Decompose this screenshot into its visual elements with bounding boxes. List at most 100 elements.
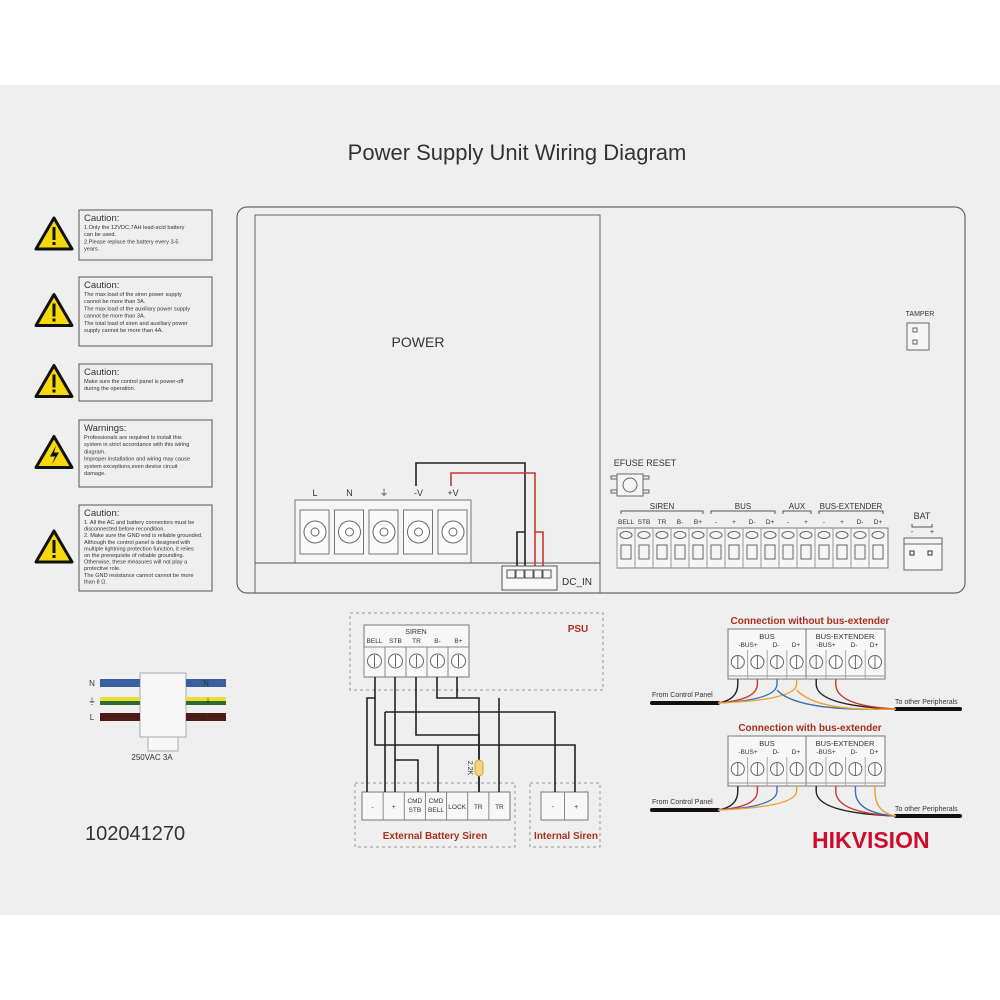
resistor-icon (474, 759, 484, 777)
bus-pin-label: D+ (792, 749, 801, 756)
siren-pin-label: B- (434, 638, 441, 645)
tamper-connector (906, 322, 930, 351)
bus-pin-label: -BUS+ (738, 749, 758, 756)
bus-pin-label: D+ (870, 749, 879, 756)
bus-label: BUS (759, 632, 774, 641)
wire-negative (415, 462, 526, 566)
notice-line: system exceptions,even device circuit (84, 464, 178, 470)
ac-rating: 250VAC 3A (131, 753, 173, 762)
bus-pin-label: -BUS+ (816, 642, 836, 649)
terminal-pin-label: D- (749, 519, 756, 526)
terminal-screw (652, 528, 669, 568)
wire-red (835, 679, 897, 710)
external-siren-pin: + (392, 804, 396, 811)
from-label: From Control Panel (652, 692, 713, 699)
ac-label: N (203, 679, 209, 688)
notice: Caution:Make sure the control panel is p… (34, 363, 213, 402)
bus-pin-label: -BUS+ (738, 642, 758, 649)
terminal-screw (670, 528, 687, 568)
notice-heading: Caution: (84, 213, 119, 224)
notice-line: on the prerequisite of reliable groundin… (84, 553, 185, 559)
notice-line: 1.Only the 12VDC,7AH lead-acid battery (84, 225, 185, 231)
power-terminal-screw (368, 509, 399, 555)
internal-siren-pin: + (574, 804, 578, 811)
resistor-value: 2.2K (466, 761, 473, 776)
warning-exclamation-icon (34, 293, 74, 327)
notice-line: multiple lightning protection function, … (84, 546, 194, 552)
terminal-screw (724, 528, 741, 568)
bus-pin-label: -BUS+ (816, 749, 836, 756)
battery-connector (903, 537, 943, 571)
power-terminal-label: -V (414, 488, 423, 498)
bat-label: BAT (914, 511, 931, 521)
notice: Caution:1. All the AC and battery connec… (34, 504, 213, 592)
notice-line: Although the control panel is designed w… (84, 540, 190, 546)
terminal-pin-label: TR (658, 519, 667, 526)
terminal-pin-label: + (840, 519, 844, 526)
terminal-screw (688, 528, 705, 568)
to-label: To other Peripherals (895, 699, 958, 706)
notice-line: during the operation. (84, 386, 136, 392)
power-terminal-label: +V (447, 488, 458, 498)
siren-pin-label: B+ (454, 638, 462, 645)
notice-line: than 8 Ω. (84, 579, 107, 585)
wire-orange (717, 786, 798, 811)
ac-label: ⏚ (88, 697, 96, 706)
external-siren-label: External Battery Siren (383, 831, 488, 842)
terminal-pin-label: B+ (694, 519, 702, 526)
bus-pin-label: D- (851, 642, 858, 649)
siren-label: SIREN (405, 629, 426, 636)
siren-pin-label: STB (389, 638, 402, 645)
logo-text: HIKVISION (812, 827, 930, 853)
power-terminal-label: N (346, 488, 353, 498)
terminal-pin-label: - (823, 519, 825, 526)
power-terminal-label: L (312, 488, 317, 498)
bat-pin-label: + (930, 529, 934, 536)
notice-line: 2. Make sure the GND end is reliable gro… (84, 533, 203, 539)
terminal-pin-label: + (732, 519, 736, 526)
notice-line: years. (84, 247, 100, 253)
control-board-outline (236, 206, 966, 594)
to-label: To other Peripherals (895, 806, 958, 813)
terminal-screw (796, 528, 813, 568)
external-siren-pin: TR (495, 804, 504, 811)
notice-line: 2.Please replace the battery every 3-5 (84, 239, 179, 245)
wire-orange (874, 786, 897, 817)
notice-list: Caution:1.Only the 12VDC,7AH lead-acid b… (34, 209, 213, 592)
notice: Caution:The max load of the siren power … (34, 276, 213, 347)
terminal-pin-label: + (804, 519, 808, 526)
bus-extender-label: BUS-EXTENDER (816, 632, 875, 641)
wire-blue (854, 786, 897, 817)
ac-label: L (206, 713, 211, 722)
external-siren-pin: CMD (407, 798, 422, 805)
terminal-screw (742, 528, 759, 568)
ac-label: L (90, 713, 95, 722)
external-siren-pin: - (371, 804, 373, 811)
bus-extender-label: BUS-EXTENDER (816, 739, 875, 748)
notice-line: damage. (84, 471, 106, 477)
notice-line: cannot be more than 3A. (84, 314, 146, 320)
terminal-screw (832, 528, 849, 568)
wire-orange (717, 679, 798, 704)
external-siren-pin: BELL (428, 807, 444, 814)
ac-label: N (89, 679, 95, 688)
ac-label: ⏚ (204, 697, 212, 706)
terminal-pin-label: D+ (874, 519, 883, 526)
external-siren-pin: TR (474, 804, 483, 811)
terminal-pin-label: - (787, 519, 789, 526)
terminal-pin-label: D+ (766, 519, 775, 526)
terminal-pin-label: STB (638, 519, 651, 526)
notice: Warnings:Professionals are required to i… (34, 419, 213, 488)
power-terminal-screw (437, 509, 468, 555)
power-label: POWER (392, 334, 445, 350)
power-terminal-screw (334, 509, 364, 555)
power-module (254, 214, 601, 594)
notice-line: The GND resistance cannot cannot be more (84, 573, 193, 579)
terminal-pin-label: BELL (618, 519, 634, 526)
hikvision-logo: HIKVISION (812, 827, 930, 853)
terminal-screw (616, 528, 633, 568)
